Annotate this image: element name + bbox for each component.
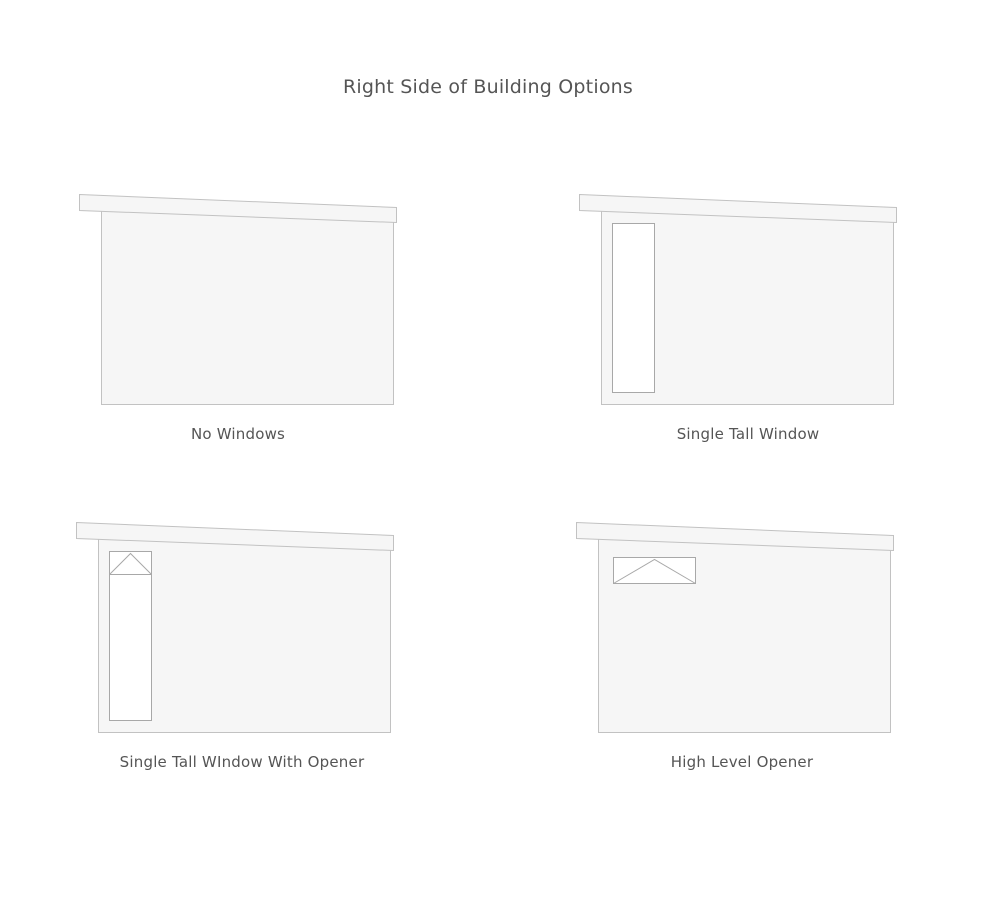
- page-title: Right Side of Building Options: [343, 76, 633, 98]
- tall-window: [612, 223, 655, 393]
- option-high-level-opener-drawing: [576, 521, 894, 733]
- opener-hinge-mark: [109, 552, 152, 575]
- option-label-no-windows: No Windows: [190, 425, 286, 443]
- high-level-opener-window: [613, 557, 696, 584]
- option-label-single-tall-window-with-opener: Single Tall WIndow With Opener: [119, 753, 365, 771]
- opener-hinge-mark: [613, 558, 696, 584]
- building-wall: [101, 210, 394, 405]
- option-single-tall-window-drawing: [579, 193, 897, 405]
- sloped-roof: [79, 193, 397, 224]
- sloped-roof: [579, 193, 897, 224]
- sloped-roof: [576, 521, 894, 552]
- option-label-single-tall-window: Single Tall Window: [676, 425, 820, 443]
- tall-window: [109, 551, 152, 721]
- option-label-high-level-opener: High Level Opener: [670, 753, 814, 771]
- option-single-tall-window-with-opener-drawing: [76, 521, 394, 733]
- option-no-windows-drawing: [79, 193, 397, 405]
- sloped-roof: [76, 521, 394, 552]
